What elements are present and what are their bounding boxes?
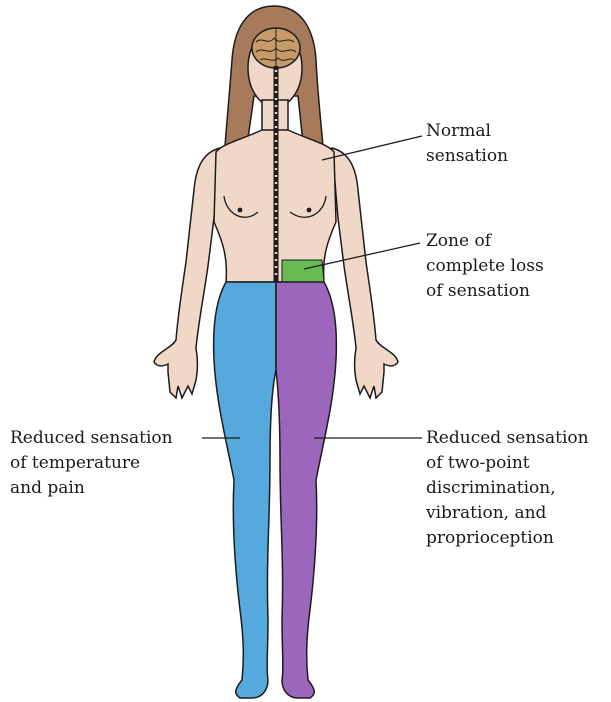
leader-normal xyxy=(322,136,422,160)
right-nipple xyxy=(307,208,312,213)
right-leg-reduced-proprioception xyxy=(276,282,336,698)
right-arm xyxy=(332,148,398,398)
left-nipple xyxy=(238,208,243,213)
label-reduced-temperature-pain: Reduced sensation of temperature and pai… xyxy=(10,428,178,498)
label-normal-sensation: Normal sensation xyxy=(426,121,508,166)
left-leg-reduced-temperature-pain xyxy=(214,282,276,698)
label-reduced-two-point-vibration-proprioception: Reduced sensation of two-point discrimin… xyxy=(425,428,594,548)
label-zone-complete-loss: Zone of complete loss of sensation xyxy=(426,231,549,301)
left-arm xyxy=(154,148,220,398)
brain xyxy=(252,28,300,68)
zone-complete-loss xyxy=(282,260,324,282)
